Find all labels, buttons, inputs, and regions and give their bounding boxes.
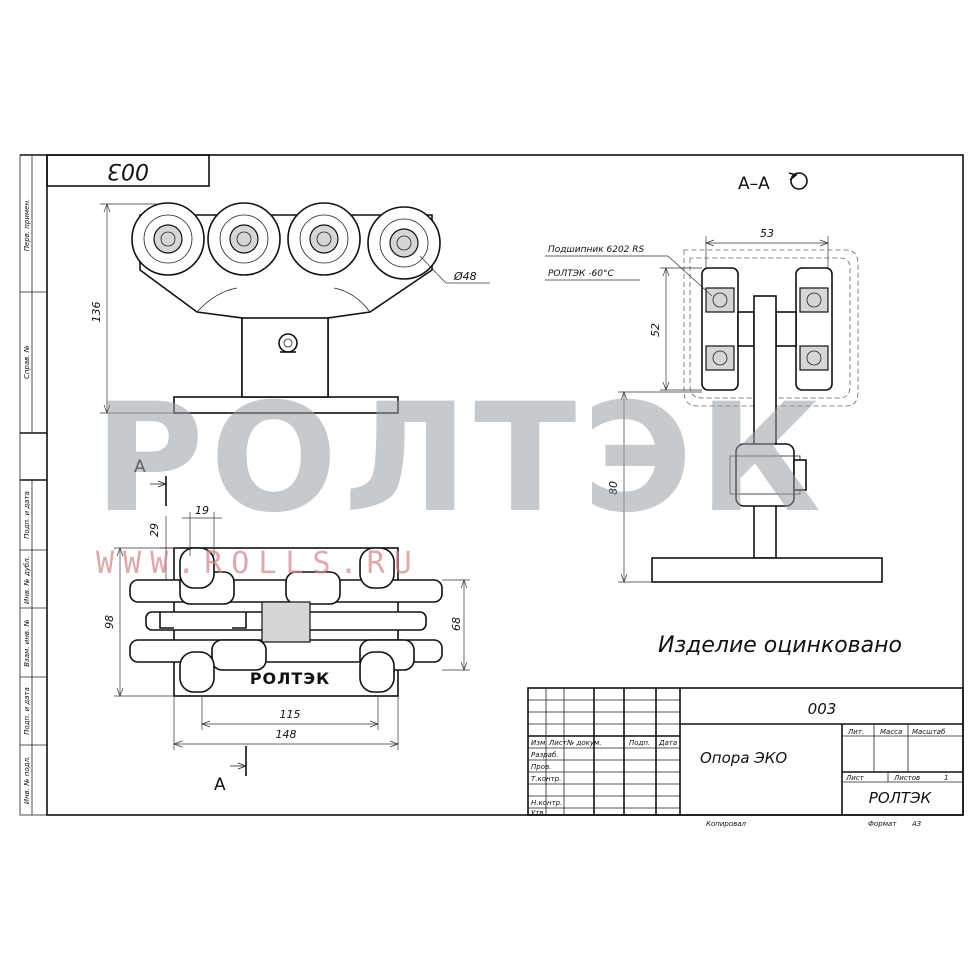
front-wheel-3 (287, 202, 361, 276)
dim-plan-68: 68 (450, 617, 463, 631)
strip-label-5: Взам. инв. № (23, 619, 31, 667)
strip-label-7: Инв. № подл. (23, 756, 31, 804)
part-name: Опора ЭКО (700, 749, 787, 767)
svg-text:Лист: Лист (845, 774, 865, 782)
dim-side-height: 52 (649, 323, 662, 337)
svg-text:Подп.: Подп. (629, 739, 650, 747)
dim-plan-29: 29 (148, 523, 161, 537)
section-view: A–A 53 (545, 172, 883, 583)
svg-text:Копировал: Копировал (706, 820, 747, 828)
company-name: РОЛТЭК (869, 789, 933, 807)
strip-label-1: Перв. примен. (23, 199, 31, 252)
inner-frame (46, 154, 964, 816)
svg-text:Лит.: Лит. (847, 728, 864, 736)
svg-text:Пров.: Пров. (531, 763, 551, 771)
section-marker-bottom: A (214, 775, 226, 795)
strip-label-2: Справ. № (23, 345, 31, 379)
strip-label-3: Подп. и дата (23, 491, 31, 539)
dim-wheel-dia: Ø48 (453, 270, 477, 283)
svg-text:003: 003 (107, 158, 149, 183)
svg-text:Масштаб: Масштаб (912, 728, 946, 736)
svg-text:Дата: Дата (658, 739, 677, 747)
svg-text:Формат: Формат (868, 820, 897, 828)
svg-text:Разраб.: Разраб. (531, 751, 559, 759)
front-wheel-1 (131, 202, 205, 276)
section-title: A–A (738, 174, 770, 194)
section-marker-top: A (134, 457, 146, 477)
dim-front-height: 136 (90, 302, 103, 323)
product-logo: РОЛТЭК (250, 669, 330, 688)
galvanized-note: Изделие оцинковано (658, 633, 902, 658)
svg-text:Утв.: Утв. (531, 809, 546, 817)
title-block: Изм. Лист № докум. Подп. Дата Разраб. Пр… (527, 687, 964, 828)
strip-label-6: Подп. и дата (23, 687, 31, 735)
code-box: 003 (46, 154, 210, 187)
svg-text:Изм.: Изм. (531, 739, 547, 747)
watermark-brand: РОЛТЭК (94, 372, 827, 546)
dim-plan-98: 98 (103, 615, 116, 629)
svg-text:Листов: Листов (893, 774, 920, 782)
dim-plan-115: 115 (280, 708, 301, 721)
temp-label: РОЛТЭК -60°С (548, 269, 615, 279)
dim-plan-19: 19 (195, 504, 209, 517)
side-strip: Перв. примен. Справ. № Подп. и дата Инв.… (20, 154, 47, 815)
front-wheel-2 (207, 202, 281, 276)
svg-text:Масса: Масса (880, 728, 902, 736)
svg-text:Т.контр.: Т.контр. (531, 775, 561, 783)
front-wheel-4 (367, 206, 441, 280)
front-view: 136 Ø48 (90, 202, 490, 414)
plan-view: РОЛТЭК A A 19 29 98 68 (103, 457, 470, 795)
watermark-url: WWW.ROLLS.RU (96, 546, 421, 581)
svg-text:Лист: Лист (548, 739, 568, 747)
dim-side-width: 53 (760, 227, 774, 240)
svg-text:А3: А3 (911, 820, 921, 828)
dim-side-total: 80 (607, 481, 620, 495)
bearing-label: Подшипник 6202 RS (548, 245, 645, 255)
strip-label-4: Инв. № дубл. (23, 556, 31, 604)
svg-text:№ докум.: № докум. (566, 739, 602, 747)
designation: 003 (808, 700, 837, 718)
dim-plan-148: 148 (276, 728, 297, 741)
svg-text:1: 1 (944, 774, 948, 782)
svg-text:Н.контр.: Н.контр. (531, 799, 562, 807)
